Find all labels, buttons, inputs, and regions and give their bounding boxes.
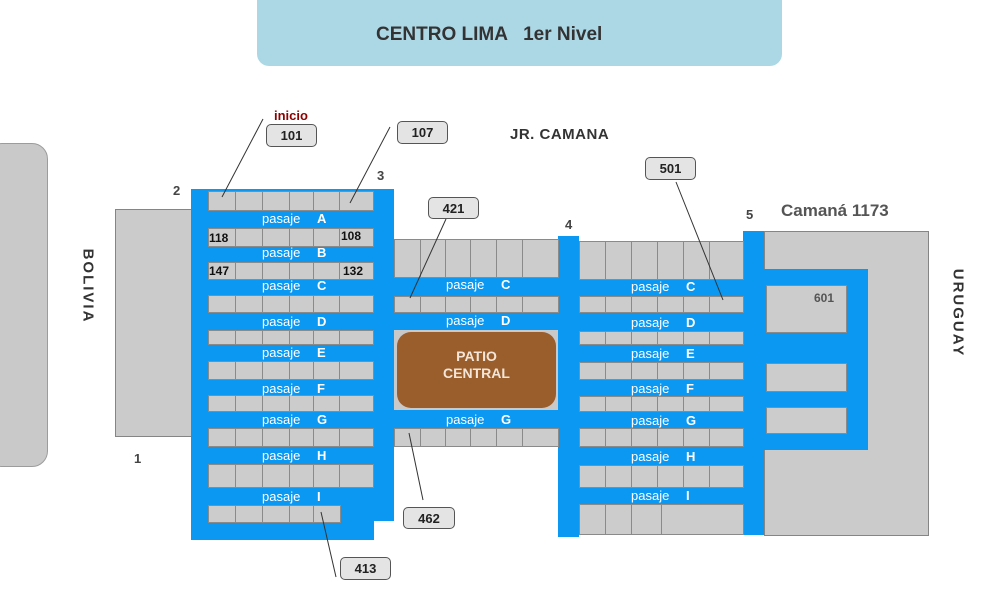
entrance-3-corridor: [373, 189, 394, 521]
store-unit-center: [522, 428, 559, 447]
store-unit-west: [339, 361, 374, 380]
entrance-number-3: 3: [377, 168, 385, 183]
store-unit-annex: [766, 407, 847, 434]
store-unit-annex: [766, 285, 847, 333]
leader-line-101: [221, 118, 264, 198]
store-unit-west: [339, 228, 374, 247]
callout-107: 107: [397, 121, 448, 144]
entrance-5-corridor: [743, 231, 764, 535]
store-unit-center: [420, 239, 446, 278]
store-unit-east: [579, 504, 606, 535]
store-unit-west: [289, 464, 314, 488]
store-number-601: 601: [814, 291, 835, 305]
store-unit-east: [661, 504, 744, 535]
store-number-118: 118: [209, 231, 229, 245]
callout-101: 101: [266, 124, 317, 147]
title-banner: CENTRO LIMA 1er Nivel: [257, 0, 782, 66]
store-unit-east: [605, 504, 632, 535]
store-unit-east: [709, 428, 744, 447]
callout-421: 421: [428, 197, 479, 219]
store-unit-center: [522, 296, 559, 313]
entrance-number-2: 2: [173, 183, 181, 198]
leader-line-413: [320, 511, 337, 578]
store-unit-west: [339, 428, 374, 447]
store-unit-west: [339, 464, 374, 488]
store-unit-east: [709, 296, 744, 313]
store-unit-annex: [766, 363, 847, 392]
start-label: inicio: [274, 108, 308, 123]
patio-label-line2: CENTRAL: [443, 365, 510, 381]
callout-501: 501: [645, 157, 696, 180]
store-unit-west: [339, 262, 374, 280]
annex-address: Camaná 1173: [781, 201, 889, 220]
street-block-west: [0, 143, 48, 467]
entrance-4-corridor: [558, 236, 579, 537]
store-unit-east: [605, 241, 632, 280]
street-label-north: JR. CAMANA: [510, 126, 610, 143]
patio-central: PATIO CENTRAL: [397, 332, 556, 408]
patio-label-line1: PATIO: [456, 348, 497, 364]
building-block-west: [115, 209, 193, 437]
entrance-number-4: 4: [565, 217, 573, 232]
leader-line-421: [409, 218, 447, 299]
store-unit-east: [657, 241, 684, 280]
store-unit-east: [709, 241, 744, 280]
leader-line-462: [408, 432, 424, 501]
store-unit-east: [709, 396, 744, 412]
callout-413: 413: [340, 557, 391, 580]
store-unit-east: [709, 362, 744, 380]
store-unit-east: [709, 465, 744, 488]
store-unit-west: [339, 330, 374, 345]
store-unit-center: [496, 239, 523, 278]
store-number-108: 108: [341, 229, 362, 243]
page-title: CENTRO LIMA 1er Nivel: [376, 24, 603, 45]
store-unit-west: [313, 464, 340, 488]
store-unit-west: [313, 505, 341, 523]
store-unit-west: [339, 295, 374, 313]
entrance-number-5: 5: [746, 207, 754, 222]
store-number-147: 147: [209, 264, 230, 278]
store-unit-west: [339, 395, 374, 412]
store-unit-center: [522, 239, 559, 278]
store-unit-west: [208, 464, 236, 488]
leader-line-501: [675, 181, 724, 301]
store-unit-east: [709, 331, 744, 345]
leader-line-107: [349, 126, 391, 204]
store-unit-west: [235, 464, 263, 488]
store-number-132: 132: [343, 264, 364, 278]
entrance-number-1: 1: [134, 451, 142, 466]
callout-462: 462: [403, 507, 455, 529]
